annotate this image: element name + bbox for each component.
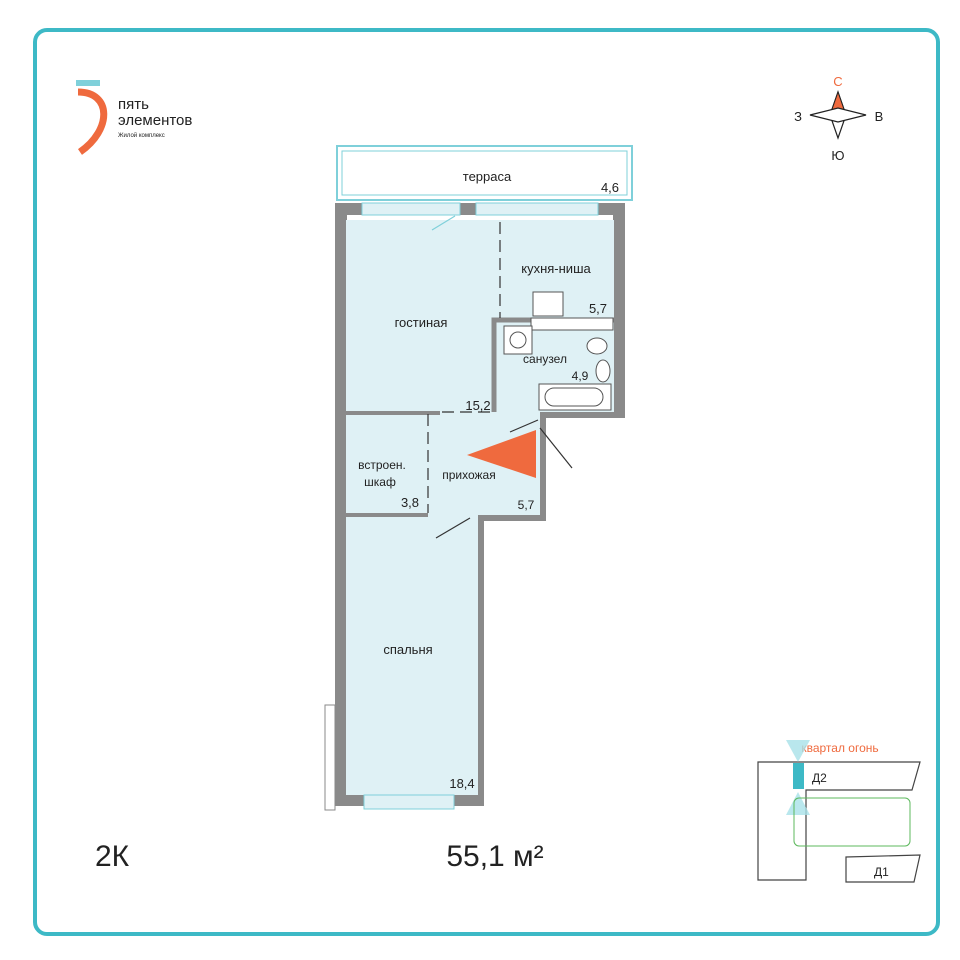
washing-machine-icon	[503, 325, 533, 355]
closet-area: 3,8	[401, 495, 419, 510]
building-d2-label: Д2	[812, 771, 827, 785]
stove-counter-icon	[530, 317, 614, 331]
window	[361, 202, 461, 216]
terrace: терраса 4,6	[336, 145, 633, 201]
living-room-label: гостиная	[395, 315, 448, 330]
entrance-marker-icon	[467, 430, 536, 478]
balcony-rail	[324, 704, 336, 811]
hallway-label: прихожая	[442, 468, 495, 482]
building-d2	[757, 761, 921, 881]
compass-south: Ю	[831, 148, 844, 163]
hallway-area: 5,7	[518, 498, 535, 512]
courtyard	[793, 797, 911, 847]
bathroom-label: санузел	[523, 352, 567, 366]
closet-label-line2: шкаф	[364, 475, 396, 489]
logo-mark-five	[77, 88, 108, 155]
entrance-door	[539, 427, 573, 469]
toilet-icon	[586, 337, 608, 355]
compass-icon: С Ю З В	[794, 74, 883, 163]
terrace-label: терраса	[463, 169, 512, 184]
logo-text-line1: пять	[118, 96, 149, 113]
bedroom-label: спальня	[383, 642, 432, 657]
logo: пять элементов Жилой комплекс	[76, 80, 192, 155]
logo-subtitle: Жилой комплекс	[118, 132, 165, 139]
bathroom-area: 4,9	[572, 369, 589, 383]
kitchen-area: 5,7	[589, 301, 607, 316]
window	[475, 202, 599, 216]
compass-west: З	[794, 109, 802, 124]
total-area: 55,1 м²	[446, 840, 543, 873]
site-plan: квартал огонь Д2 Д1	[757, 740, 921, 883]
bedroom-area: 18,4	[449, 776, 474, 791]
building-d1	[845, 854, 921, 883]
logo-text-line2: элементов	[118, 112, 192, 129]
apartment-type: 2К	[95, 840, 130, 873]
compass-east: В	[875, 109, 884, 124]
apartment-plan: гостиная 15,2 кухня-ниша 5,7 санузел 4,9…	[324, 202, 625, 811]
window	[363, 794, 455, 810]
kitchen-label: кухня-ниша	[521, 261, 591, 276]
washbasin-icon	[595, 359, 611, 383]
card-frame	[33, 28, 940, 936]
quarter-label: квартал огонь	[801, 741, 878, 755]
closet-label-line1: встроен.	[358, 458, 406, 472]
sink-icon	[532, 291, 564, 317]
compass-north: С	[833, 74, 842, 89]
logo-mark-wave	[76, 80, 100, 86]
building-d1-label: Д1	[874, 865, 889, 879]
living-room-area: 15,2	[465, 398, 490, 413]
terrace-area: 4,6	[601, 180, 619, 195]
apartment-interior	[346, 220, 614, 795]
current-section-marker	[793, 763, 804, 789]
